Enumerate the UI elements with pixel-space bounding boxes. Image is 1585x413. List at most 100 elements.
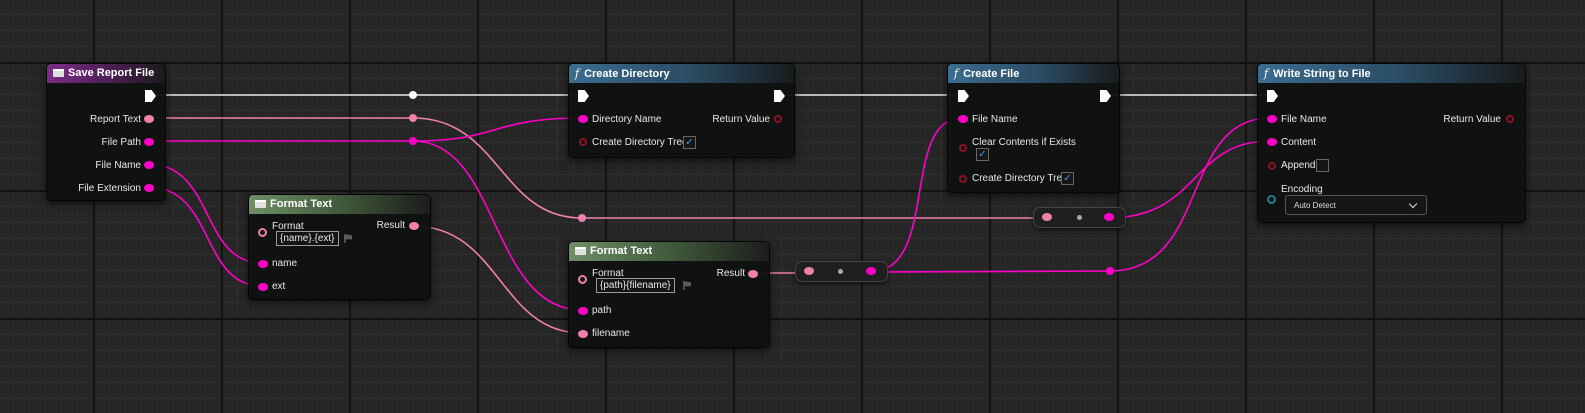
node-title: Format Text — [590, 245, 653, 257]
name-label: name — [272, 258, 298, 269]
clear-contents-pin[interactable] — [959, 144, 967, 152]
function-icon: f — [954, 67, 959, 80]
encoding-pin[interactable] — [1267, 195, 1276, 204]
node-header[interactable]: f Write String to File — [1258, 64, 1525, 83]
content-pin[interactable] — [1267, 138, 1277, 146]
ext-pin[interactable] — [258, 283, 268, 291]
file-path-to-path-wire — [412, 140, 583, 311]
conversion-node-content[interactable] — [1033, 207, 1126, 228]
create-tree-checkbox[interactable]: ✓ — [683, 136, 696, 149]
encoding-value: Auto Detect — [1294, 201, 1336, 210]
append-label: Append — [1281, 160, 1316, 171]
file-extension-pin[interactable] — [144, 184, 154, 192]
append-pin[interactable] — [1268, 162, 1276, 170]
exec-knot — [409, 91, 417, 99]
path-label: path — [592, 305, 612, 316]
string-knot — [578, 214, 586, 222]
return-value-pin[interactable] — [1506, 115, 1514, 123]
flag-icon — [683, 281, 691, 290]
result-pin[interactable] — [748, 270, 758, 278]
format-pin[interactable] — [578, 275, 587, 284]
exec-in-pin[interactable] — [578, 90, 589, 102]
ext-label: ext — [272, 281, 286, 292]
file-name-label: File Name — [1281, 114, 1327, 125]
string-knot — [409, 114, 417, 122]
format-input[interactable]: {path}{filename} — [596, 278, 675, 293]
name-pin[interactable] — [258, 260, 268, 268]
node-header[interactable]: Format Text — [569, 242, 769, 261]
content-label: Content — [1281, 137, 1317, 148]
clear-contents-label: Clear Contents if Exists — [972, 137, 1076, 148]
conversion-node-text[interactable] — [795, 261, 888, 282]
create-tree-pin[interactable] — [959, 175, 967, 183]
format-label: Format — [592, 268, 624, 279]
conversion-in-pin[interactable] — [804, 267, 814, 275]
format-text-node-2[interactable]: Format Text Format {path}{filename} Resu… — [568, 241, 770, 348]
exec-out-pin[interactable] — [145, 90, 156, 102]
result-filename-wire — [412, 225, 583, 334]
flag-icon — [344, 234, 352, 243]
format-text-node-1[interactable]: Format Text Format {name}.{ext} Result n… — [248, 194, 431, 300]
create-tree-checkbox[interactable]: ✓ — [1061, 172, 1074, 185]
report-text-label: Report Text — [90, 114, 141, 125]
conversion-out-pin[interactable] — [1104, 213, 1114, 221]
file-name-pin[interactable] — [958, 115, 968, 123]
result-label: Result — [716, 268, 745, 279]
conversion-out-pin[interactable] — [866, 267, 876, 275]
report-text-wire — [148, 117, 1046, 219]
node-title: Save Report File — [68, 67, 155, 79]
format-pin[interactable] — [258, 228, 267, 237]
filename-pin[interactable] — [578, 330, 588, 338]
clear-contents-checkbox[interactable]: ✓ — [976, 148, 989, 161]
file-path-label: File Path — [101, 137, 141, 148]
combined-path-wire-2 — [869, 117, 1271, 273]
create-tree-pin[interactable] — [579, 138, 587, 146]
node-header[interactable]: Save Report File — [47, 64, 165, 83]
node-header[interactable]: Format Text — [249, 195, 430, 214]
node-header[interactable]: f Create Directory — [569, 64, 794, 83]
result-pin[interactable] — [409, 222, 419, 230]
node-title: Create Directory — [584, 68, 670, 80]
return-value-pin[interactable] — [774, 115, 782, 123]
report-text-pin[interactable] — [144, 115, 154, 123]
file-path-pin[interactable] — [144, 138, 154, 146]
exec-in-pin[interactable] — [1267, 90, 1278, 102]
directory-name-pin[interactable] — [578, 115, 588, 123]
path-pin[interactable] — [578, 307, 588, 315]
file-name-label: File Name — [95, 160, 141, 171]
conversion-in-pin[interactable] — [1042, 213, 1052, 221]
format-label: Format — [272, 221, 304, 232]
event-icon — [53, 69, 64, 77]
exec-out-pin[interactable] — [1505, 90, 1516, 102]
text-knot — [1106, 267, 1114, 275]
create-directory-node[interactable]: f Create Directory Directory Name Return … — [568, 63, 795, 158]
return-value-label: Return Value — [712, 114, 770, 125]
function-icon: f — [1264, 67, 1269, 80]
file-ext-wire — [147, 186, 263, 287]
create-tree-label: Create Directory Tree — [592, 137, 688, 148]
format-input[interactable]: {name}.{ext} — [276, 231, 339, 246]
format-text-icon — [575, 247, 586, 255]
save-report-file-node[interactable]: Save Report File Report Text File Path F… — [46, 63, 166, 201]
result-label: Result — [376, 220, 405, 231]
function-icon: f — [575, 67, 580, 80]
file-name-pin[interactable] — [1267, 115, 1277, 123]
encoding-dropdown[interactable]: Auto Detect — [1285, 195, 1427, 215]
encoding-label: Encoding — [1281, 184, 1323, 195]
node-title: Write String to File — [1273, 68, 1371, 80]
exec-in-pin[interactable] — [958, 90, 969, 102]
file-path-wire — [148, 117, 583, 142]
file-name-pin[interactable] — [144, 161, 154, 169]
conversion-dot — [838, 269, 843, 274]
append-checkbox[interactable]: ✓ — [1316, 159, 1329, 172]
return-value-label: Return Value — [1443, 114, 1501, 125]
combined-path-wire — [869, 117, 963, 273]
exec-out-pin[interactable] — [774, 90, 785, 102]
directory-name-label: Directory Name — [592, 114, 662, 125]
write-string-to-file-node[interactable]: f Write String to File File Name Return V… — [1257, 63, 1526, 223]
exec-out-pin[interactable] — [1100, 90, 1111, 102]
file-name-label: File Name — [972, 114, 1018, 125]
file-name-wire — [147, 163, 263, 264]
